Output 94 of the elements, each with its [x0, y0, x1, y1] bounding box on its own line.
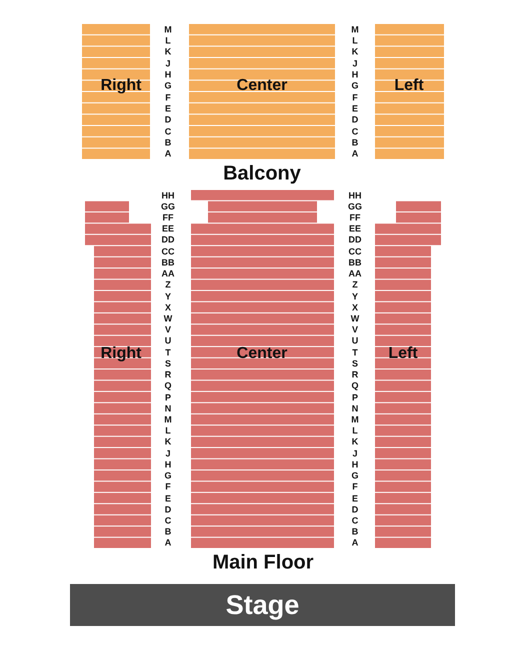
row-letter: J [352, 59, 358, 68]
row-letter: BB [162, 258, 174, 268]
row-letter: H [164, 460, 172, 470]
row-letter: L [165, 36, 171, 46]
row-letter: V [352, 326, 358, 335]
row-letter: C [164, 127, 172, 136]
row-letter: HH [348, 191, 362, 200]
row-letter: S [165, 359, 171, 368]
row-letter: HH [162, 191, 174, 200]
row-letter: L [352, 36, 358, 46]
row-letter: P [165, 393, 171, 402]
row-letter: CC [348, 247, 362, 256]
row-letter: T [352, 348, 358, 358]
row-letter: A [352, 150, 358, 159]
row-letter: G [164, 472, 172, 481]
row-letter: Q [164, 382, 172, 391]
row-letter: AA [162, 270, 174, 279]
row-letter: EE [349, 224, 361, 234]
row-letter: Y [165, 292, 171, 302]
row-letter: N [352, 404, 358, 414]
row-letter: D [164, 116, 172, 125]
row-letter: H [352, 460, 358, 470]
row-letter: P [352, 393, 358, 402]
row-letter: W [164, 314, 172, 324]
row-letter: R [352, 370, 358, 380]
row-letter: A [352, 538, 358, 548]
row-letter: C [352, 127, 358, 136]
row-letter: V [165, 326, 171, 335]
row-letter: E [165, 494, 171, 504]
row-letter: C [164, 516, 172, 526]
row-letter: F [165, 93, 171, 102]
stage: Stage [70, 584, 455, 626]
row-letter: H [352, 70, 358, 80]
row-letter: J [166, 59, 170, 68]
section-label: Left [394, 77, 424, 95]
row-letter: J [166, 449, 170, 458]
row-letter: E [352, 494, 358, 504]
row-letter: L [352, 426, 358, 436]
row-letter: E [352, 104, 358, 114]
level-label: Main Floor [212, 552, 314, 574]
row-letter: G [164, 82, 172, 91]
row-letter: M [164, 415, 172, 424]
row-letter: FF [350, 214, 360, 223]
row-letter: DD [162, 236, 174, 245]
row-letter: FF [162, 214, 174, 223]
row-letter: S [352, 359, 358, 368]
row-letter: CC [162, 247, 174, 256]
row-letter: Q [352, 382, 358, 391]
row-letter: R [164, 370, 172, 380]
section-label: Center [236, 77, 288, 95]
row-letter: Z [352, 280, 358, 290]
row-letter: L [165, 426, 171, 436]
row-letter: F [165, 482, 171, 492]
row-letter: D [352, 116, 358, 125]
row-letter: C [352, 516, 358, 526]
row-letter: U [352, 336, 358, 346]
row-letter: Y [352, 292, 358, 302]
row-letter: K [164, 48, 172, 57]
level-label: Balcony [223, 162, 301, 186]
row-letter: F [352, 482, 358, 492]
row-letter: A [164, 150, 172, 159]
row-letter: BB [348, 258, 362, 268]
row-letter: M [164, 25, 172, 34]
row-letter: AA [348, 270, 362, 279]
row-letter: D [164, 505, 172, 514]
row-letter: T [165, 348, 171, 358]
row-letter: B [352, 528, 358, 537]
row-letter: W [350, 314, 360, 324]
row-letter: Z [165, 280, 171, 290]
row-letter: M [351, 25, 359, 34]
row-letter: GG [161, 202, 175, 212]
section-label: Right [100, 77, 142, 95]
row-letter: N [164, 404, 172, 414]
row-letter: K [164, 438, 172, 447]
row-letter: F [352, 93, 358, 102]
row-letter: X [352, 303, 358, 312]
row-letter: K [352, 438, 358, 447]
row-letter: K [352, 48, 358, 57]
row-letter: J [352, 449, 358, 458]
row-letter: DD [348, 236, 362, 245]
row-letter: B [352, 138, 358, 148]
row-letter: U [164, 336, 172, 346]
row-letter: G [352, 82, 358, 91]
row-letter: A [164, 538, 172, 548]
row-letter: D [352, 505, 358, 514]
row-letter: G [352, 472, 358, 481]
row-letter: GG [348, 202, 362, 212]
row-letter: B [164, 528, 172, 537]
row-letter: E [165, 104, 171, 114]
row-letter: EE [162, 224, 174, 234]
row-letter: B [164, 138, 172, 148]
row-letter: X [165, 303, 171, 312]
row-letter: M [351, 415, 359, 424]
row-letter: H [164, 70, 172, 80]
